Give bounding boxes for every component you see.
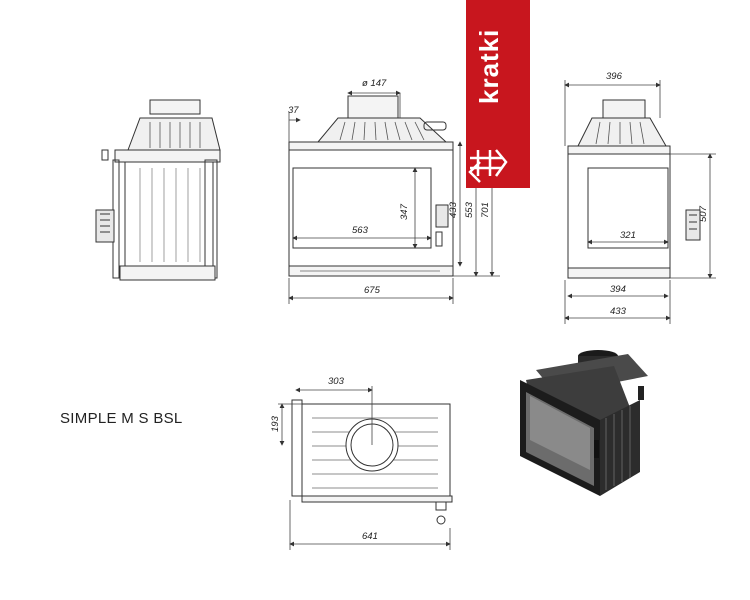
dim-side-height: 507: [698, 205, 709, 222]
dim-top-depth: 193: [270, 415, 281, 432]
dim-front-flue-diameter: ø 147: [362, 78, 387, 89]
dim-front-glass-height: 347: [399, 203, 410, 220]
dim-top-width: 641: [362, 531, 378, 542]
dim-front-height-433: 433: [448, 201, 459, 218]
dim-front-total-width: 675: [364, 285, 381, 296]
dim-side-width-394: 394: [610, 284, 626, 295]
front-view: [288, 95, 454, 277]
brand-name: kratki: [474, 28, 504, 104]
kratki-logo: kratki: [466, 0, 530, 188]
dim-side-glass-width: 321: [620, 230, 636, 241]
dim-front-glass-width: 563: [352, 225, 369, 236]
right-dimension-lines: [564, 80, 716, 324]
dim-front-height-553: 553: [464, 201, 475, 218]
fireplace-3d-render: [520, 350, 648, 496]
right-side-view: [567, 99, 701, 279]
flue-collar-icon: [347, 95, 399, 119]
dim-front-height-701: 701: [480, 202, 491, 218]
left-side-view: [95, 99, 221, 281]
dim-top-offset: 303: [328, 376, 345, 387]
kratki-logo-icon: [468, 149, 508, 183]
model-name: SIMPLE M S BSL: [60, 410, 183, 427]
dim-side-top-width: 396: [606, 71, 623, 82]
top-dimension-lines: [278, 386, 451, 550]
dim-front-offset: 37: [288, 105, 299, 116]
dim-side-width-433: 433: [610, 306, 627, 317]
